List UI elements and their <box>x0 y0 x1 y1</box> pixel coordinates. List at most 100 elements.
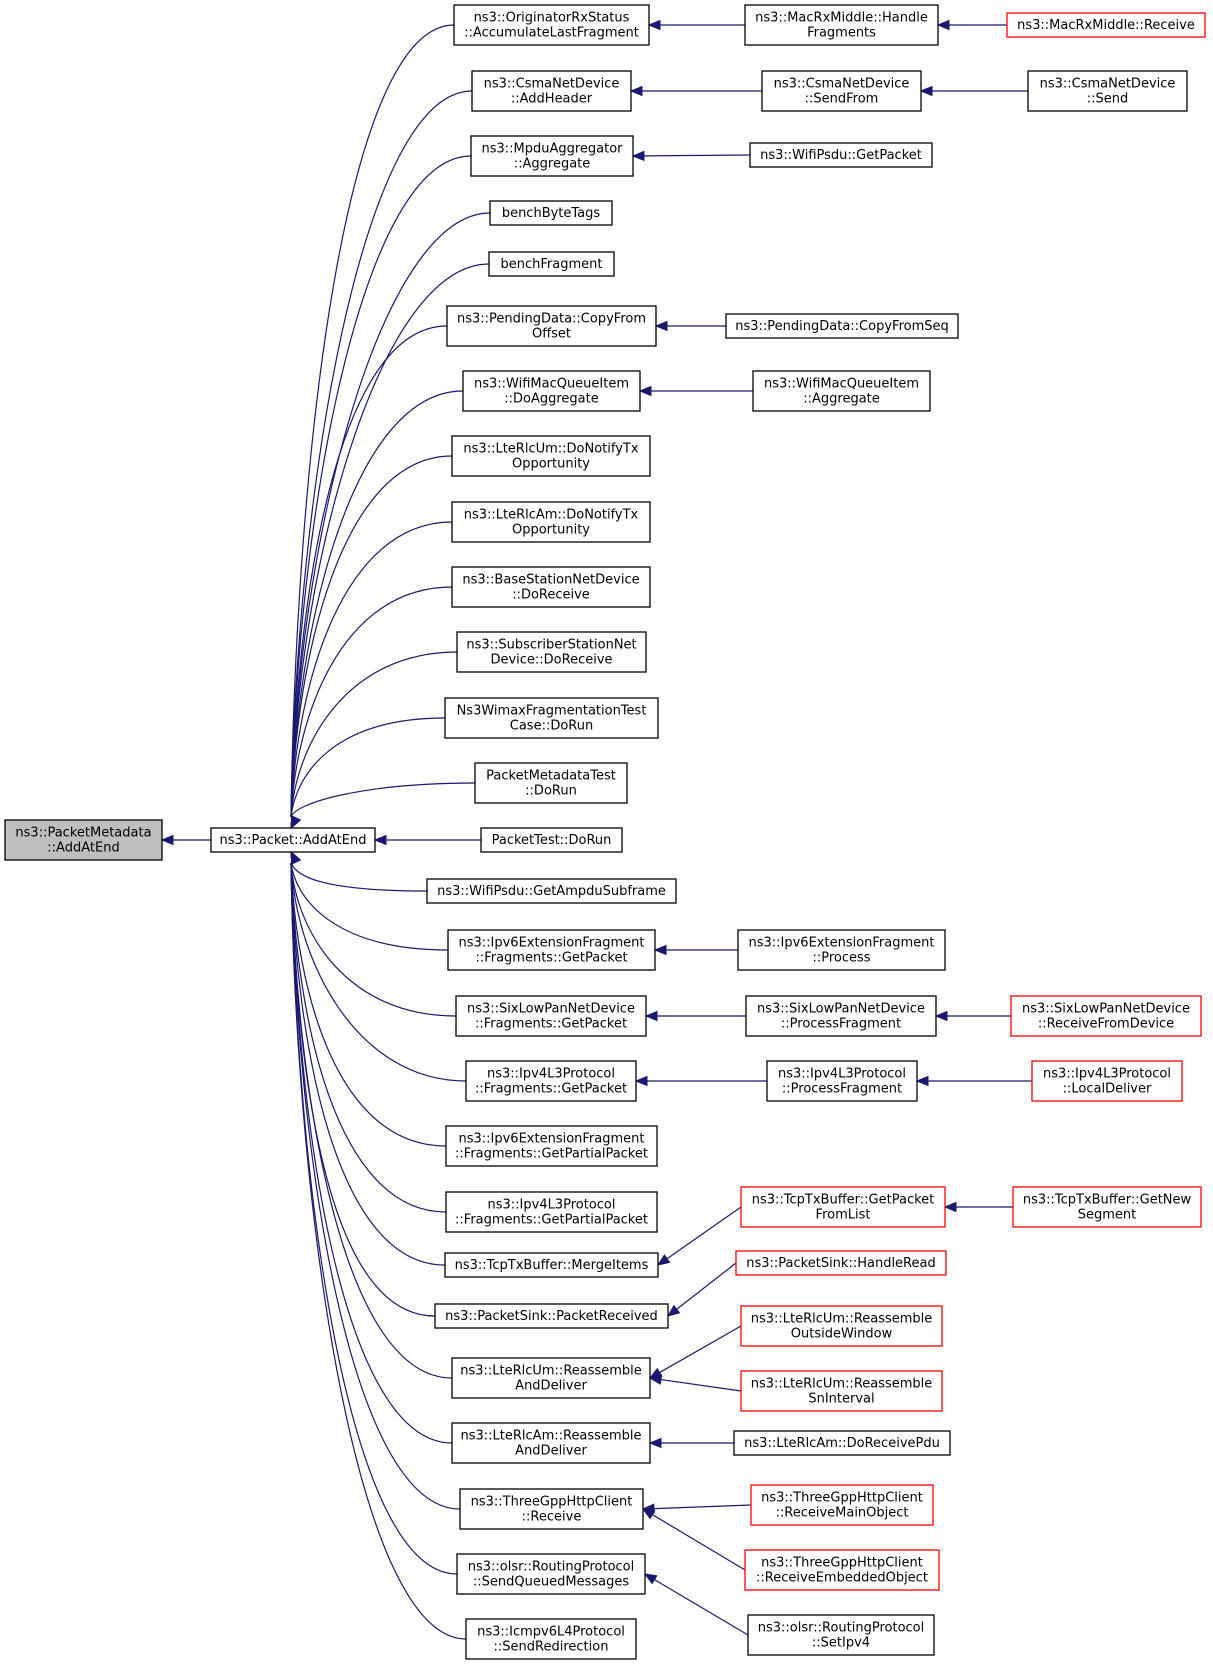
node-label: Case::DoRun <box>510 719 593 734</box>
node-label: ns3::Ipv4L3Protocol <box>1043 1067 1171 1082</box>
node-box <box>740 1370 943 1412</box>
node-box <box>735 1250 947 1276</box>
node-box <box>444 697 659 739</box>
edge-arrowhead <box>936 19 950 31</box>
node-label: ns3::SixLowPanNetDevice <box>757 1002 925 1017</box>
node-threegpp-mainobject[interactable]: ns3::ThreeGppHttpClient::ReceiveMainObje… <box>750 1484 934 1526</box>
node-sixlowpan-getpacket[interactable]: ns3::SixLowPanNetDevice::Fragments::GetP… <box>455 995 647 1037</box>
node-threegpp-embedded[interactable]: ns3::ThreeGppHttpClient::ReceiveEmbedded… <box>744 1549 940 1591</box>
node-packetmetadatatest[interactable]: PacketMetadataTest::DoRun <box>474 762 628 804</box>
node-tcptx-mergeitems[interactable]: ns3::TcpTxBuffer::MergeItems <box>444 1252 659 1278</box>
node-label: ::Aggregate <box>514 157 591 172</box>
node-threegpp-receive[interactable]: ns3::ThreeGppHttpClient::Receive <box>459 1488 644 1530</box>
node-box <box>451 435 651 477</box>
node-box <box>451 566 651 608</box>
node-wifimacqueue-aggregate[interactable]: ns3::WifiMacQueueItem::Aggregate <box>752 370 931 412</box>
edge-arrowhead <box>638 385 652 397</box>
node-label: ns3::Ipv4L3Protocol <box>487 1067 615 1082</box>
node-csma-send[interactable]: ns3::CsmaNetDevice::Send <box>1027 70 1188 112</box>
node-label: ns3::ThreeGppHttpClient <box>471 1495 633 1510</box>
node-olsr-sendqueued[interactable]: ns3::olsr::RoutingProtocol::SendQueuedMe… <box>456 1553 646 1595</box>
node-subscriber-doreceive[interactable]: ns3::SubscriberStationNetDevice::DoRecei… <box>456 631 647 673</box>
node-ipv4l3-processfragment[interactable]: ns3::Ipv4L3Protocol::ProcessFragment <box>766 1060 918 1102</box>
node-label: ::ProcessFragment <box>782 1082 902 1097</box>
edge-pending-copyfromseq-to-pending-copyfromoffset <box>654 320 726 332</box>
node-box <box>426 878 677 904</box>
node-label: ns3::CsmaNetDevice <box>1040 77 1176 92</box>
node-label: PacketTest::DoRun <box>492 833 612 848</box>
edge-arrowhead <box>644 1010 658 1022</box>
edge-ipv6ext-getpartial-to-addatend <box>290 850 447 1147</box>
node-ipv6ext-process[interactable]: ns3::Ipv6ExtensionFragment::Process <box>737 929 946 971</box>
node-accumulate[interactable]: ns3::OriginatorRxStatus::AccumulateLastF… <box>453 4 650 46</box>
edge-arrowhead <box>648 1437 662 1449</box>
node-box <box>210 827 376 853</box>
node-label: ::SendQueuedMessages <box>473 1575 629 1590</box>
edge-wifimacqueue-aggregate-to-wifimacqueue-doaggregate <box>638 385 753 397</box>
node-sixlowpan-receivefromdevice[interactable]: ns3::SixLowPanNetDevice::ReceiveFromDevi… <box>1010 995 1202 1037</box>
node-root[interactable]: ns3::PacketMetadata::AddAtEnd <box>4 819 163 861</box>
node-bench-fragment[interactable]: benchFragment <box>488 251 615 277</box>
node-bench-bytetags[interactable]: benchByteTags <box>489 200 613 226</box>
node-macrx-receive[interactable]: ns3::MacRxMiddle::Receive <box>1006 12 1206 38</box>
edge-arrowhead <box>656 1254 671 1266</box>
node-csma-addheader[interactable]: ns3::CsmaNetDevice::AddHeader <box>471 70 632 112</box>
edge-arrowhead <box>160 834 174 846</box>
node-label: ::ReceiveMainObject <box>775 1506 908 1521</box>
node-label: ::ProcessFragment <box>781 1017 901 1032</box>
node-addatend[interactable]: ns3::Packet::AddAtEnd <box>210 827 376 853</box>
node-label: Offset <box>532 327 571 342</box>
node-wifimacqueue-doaggregate[interactable]: ns3::WifiMacQueueItem::DoAggregate <box>462 370 641 412</box>
node-label: ::AccumulateLastFragment <box>464 26 639 41</box>
node-box <box>725 313 959 339</box>
node-label: ns3::olsr::RoutingProtocol <box>758 1621 925 1636</box>
node-ipv4l3-localdeliver[interactable]: ns3::Ipv4L3Protocol::LocalDeliver <box>1031 1060 1183 1102</box>
node-box <box>1012 1186 1202 1228</box>
node-label: ::DoReceive <box>512 588 590 603</box>
node-packetsink-handleread[interactable]: ns3::PacketSink::HandleRead <box>735 1250 947 1276</box>
node-label: ns3::LteRlcAm::Reassemble <box>461 1429 642 1444</box>
node-label: Segment <box>1078 1208 1137 1223</box>
node-basestation-doreceive[interactable]: ns3::BaseStationNetDevice::DoReceive <box>451 566 651 608</box>
node-lterlcam-doreceivepdu[interactable]: ns3::LteRlcAm::DoReceivePdu <box>733 1430 951 1456</box>
node-wifipsdu-getampdu[interactable]: ns3::WifiPsdu::GetAmpduSubframe <box>426 878 677 904</box>
node-label: ::Fragments::GetPacket <box>475 1017 627 1032</box>
edge-packetmetadatatest-to-addatend <box>290 782 476 830</box>
edge-sixlowpan-receivefromdevice-to-sixlowpan-processfragment <box>934 1010 1011 1022</box>
node-box <box>1010 995 1202 1037</box>
edge-threegpp-mainobject-to-threegpp-receive <box>641 1503 752 1514</box>
node-sixlowpan-processfragment[interactable]: ns3::SixLowPanNetDevice::ProcessFragment <box>745 995 937 1037</box>
node-ipv6ext-getpartial[interactable]: ns3::Ipv6ExtensionFragment::Fragments::G… <box>445 1125 658 1167</box>
node-box <box>1006 12 1206 38</box>
node-label: ::ReceiveEmbeddedObject <box>756 1571 928 1586</box>
node-wifipsdu-getpacket[interactable]: ns3::WifiPsdu::GetPacket <box>749 142 933 168</box>
node-ipv4l3-getpartial[interactable]: ns3::Ipv4L3Protocol::Fragments::GetParti… <box>445 1191 658 1233</box>
node-olsr-setipv4[interactable]: ns3::olsr::RoutingProtocol::SetIpv4 <box>747 1614 935 1656</box>
node-box <box>451 1422 651 1464</box>
node-packetsink-received[interactable]: ns3::PacketSink::PacketReceived <box>434 1303 669 1329</box>
node-label: ns3::Ipv4L3Protocol <box>488 1198 616 1213</box>
node-packettest[interactable]: PacketTest::DoRun <box>480 827 623 853</box>
node-box <box>453 4 650 46</box>
node-ipv4l3-getpacket[interactable]: ns3::Ipv4L3Protocol::Fragments::GetPacke… <box>465 1060 637 1102</box>
node-ipv6ext-getpacket[interactable]: ns3::Ipv6ExtensionFragment::Fragments::G… <box>447 929 656 971</box>
node-label: ns3::MacRxMiddle::Receive <box>1017 18 1195 33</box>
edge-basestation-doreceive-to-addatend <box>290 586 453 830</box>
node-icmpv6-sendredirection[interactable]: ns3::Icmpv6L4Protocol::SendRedirection <box>465 1618 637 1660</box>
node-mpdu-aggregate[interactable]: ns3::MpduAggregator::Aggregate <box>470 135 634 177</box>
node-pending-copyfromseq[interactable]: ns3::PendingData::CopyFromSeq <box>725 313 959 339</box>
node-csma-sendfrom[interactable]: ns3::CsmaNetDevice::SendFrom <box>761 70 922 112</box>
edge-accumulate-to-addatend <box>290 24 455 830</box>
node-label: ::DoRun <box>525 784 577 799</box>
